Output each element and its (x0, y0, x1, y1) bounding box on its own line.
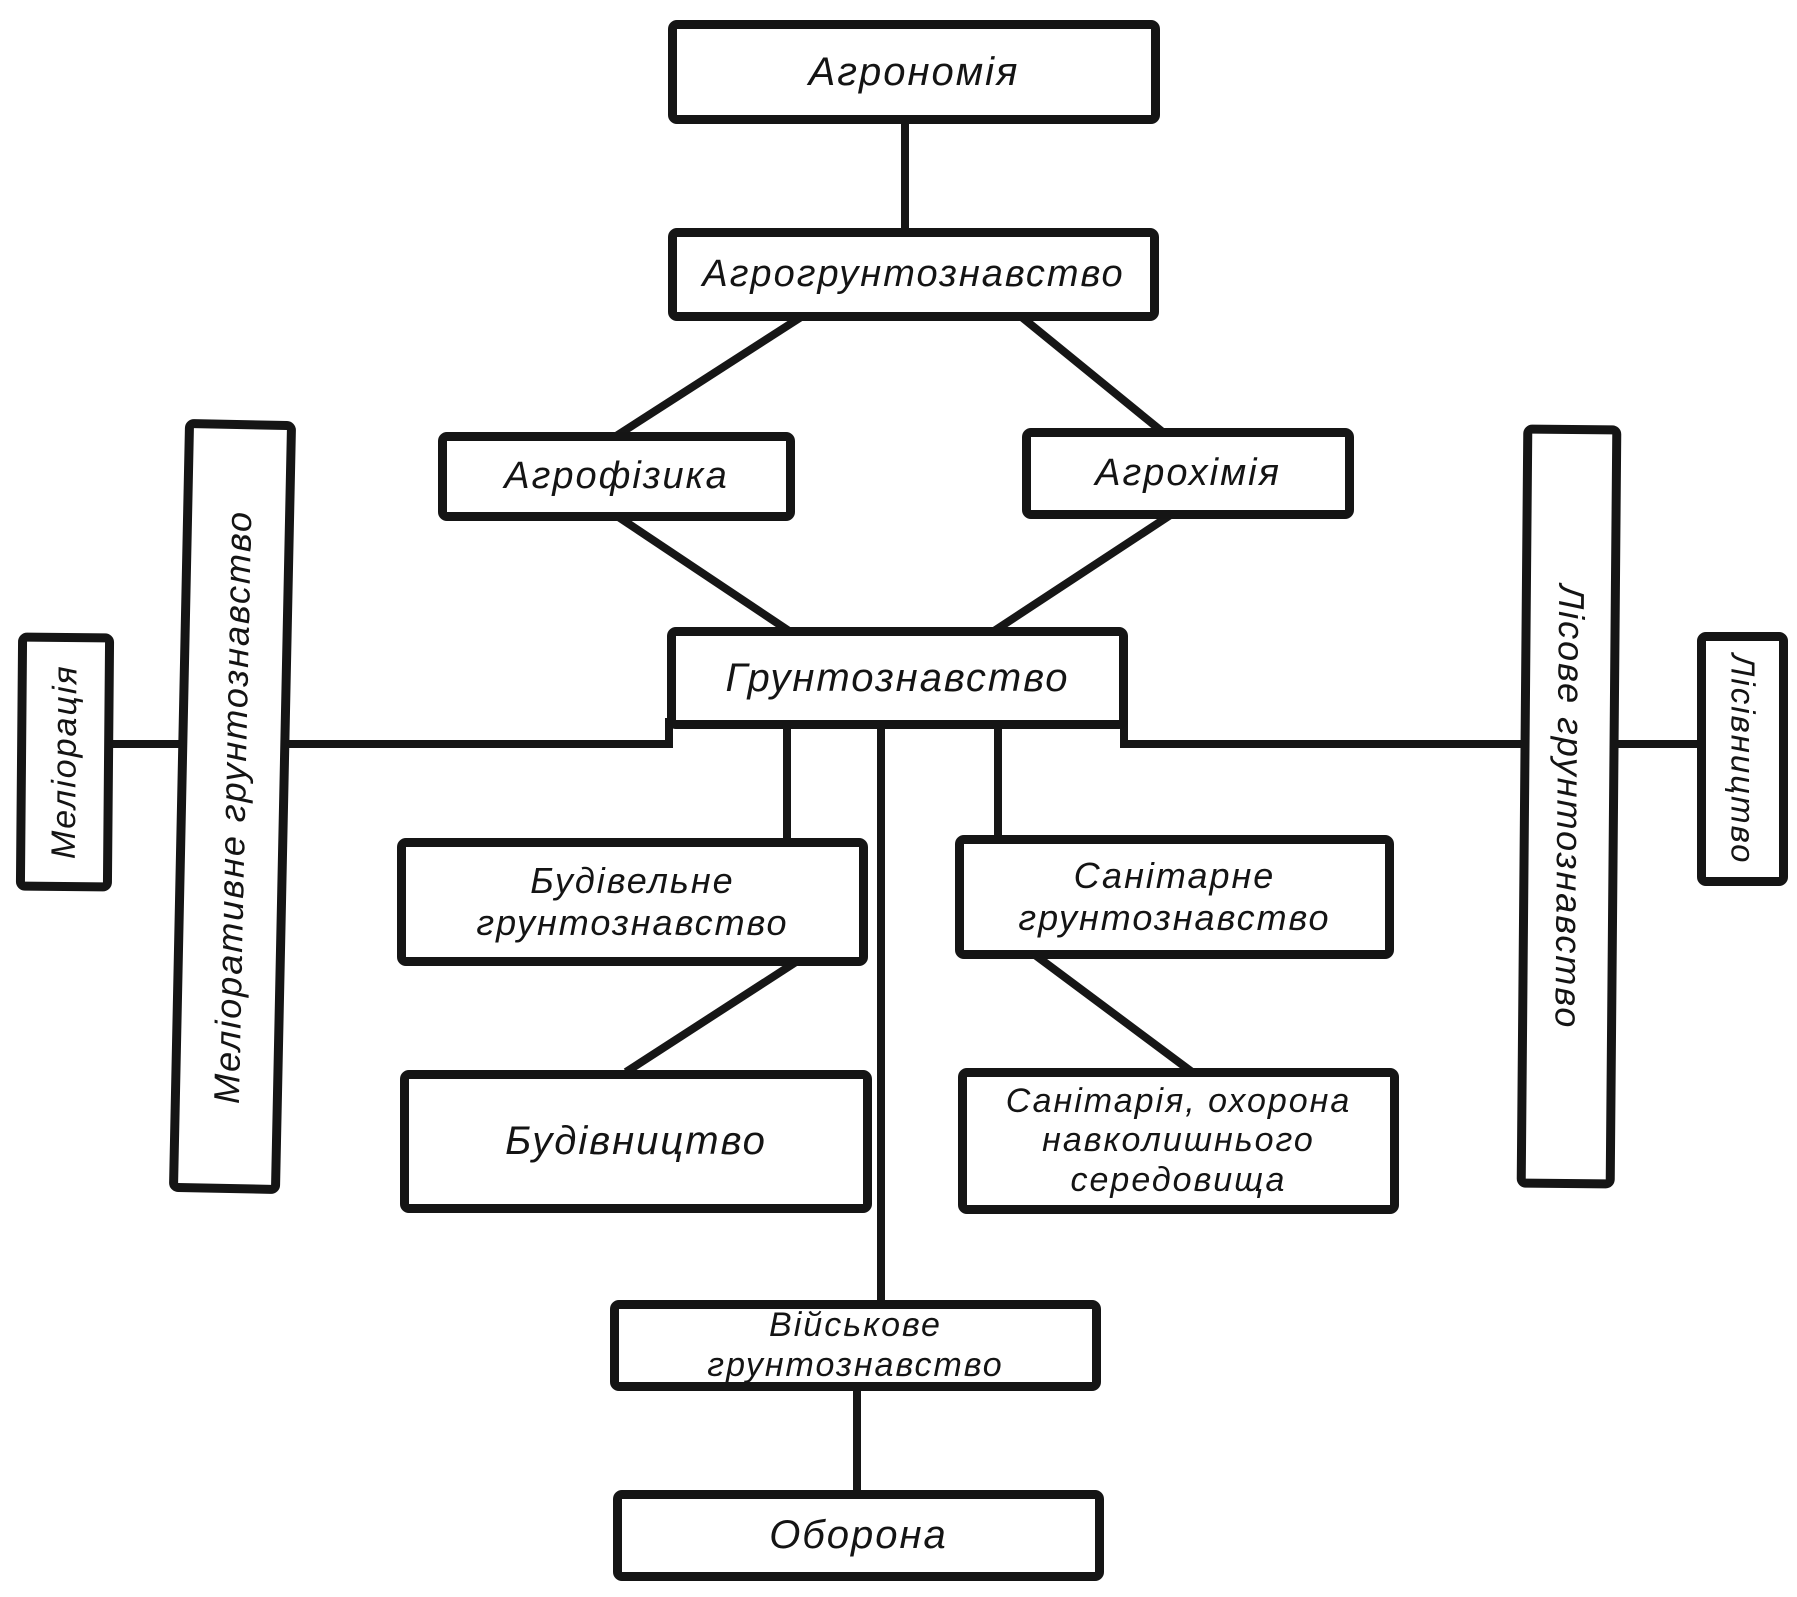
edge-agrosoil-agrochemistry (1010, 306, 1173, 442)
node-agronomy: Агрономія (668, 20, 1160, 124)
edge-agrosoil-agrophysics (607, 306, 815, 444)
node-construction: Будівництво (400, 1070, 872, 1213)
node-sanitation: Санітарія, охорона навколишнього середов… (958, 1068, 1399, 1214)
node-forestry: Лісівництво (1697, 632, 1788, 886)
node-agro-soil-science-label: Агрогрунтознавство (702, 253, 1125, 296)
node-soil-science: Грунтознавство (667, 627, 1128, 729)
node-sanitary-soil-science-label: Санітарне грунтознавство (1018, 855, 1331, 938)
node-sanitation-label: Санітарія, охорона навколишнього середов… (1005, 1081, 1352, 1199)
edge-construction-soil-construction (623, 956, 802, 1076)
node-military-soil-science-label: Військове грунтознавство (707, 1306, 1004, 1384)
node-forest-soil-science-label: Лісове грунтознавство (1546, 583, 1592, 1030)
node-sanitary-soil-science: Санітарне грунтознавство (955, 835, 1394, 959)
edge-sanitary-soil-sanitation (1028, 948, 1195, 1076)
node-forest-soil-science: Лісове грунтознавство (1516, 424, 1622, 1189)
edge-agrophysics-soil (608, 508, 798, 639)
node-agro-soil-science: Агрогрунтознавство (668, 228, 1159, 321)
node-military-soil-science: Військове грунтознавство (610, 1300, 1101, 1391)
edge-agrochemistry-soil (985, 506, 1181, 639)
node-melioration-label: Меліорація (44, 664, 85, 860)
node-meliorative-soil-science: Меліоративне грунтознавство (168, 418, 297, 1195)
node-defense: Оборона (613, 1490, 1104, 1581)
node-construction-soil-science-label: Будівельне грунтознавство (476, 860, 789, 943)
node-forestry-label: Лісівництво (1724, 653, 1762, 865)
node-soil-science-label: Грунтознавство (725, 655, 1070, 700)
node-agrophysics: Агрофізика (438, 432, 795, 521)
node-agrochemistry: Агрохімія (1022, 428, 1354, 519)
node-construction-label: Будівництво (505, 1119, 767, 1164)
node-meliorative-soil-science-label: Меліоративне грунтознавство (205, 509, 259, 1104)
node-defense-label: Оборона (769, 1513, 948, 1558)
node-agrochemistry-label: Агрохімія (1095, 452, 1281, 495)
node-construction-soil-science: Будівельне грунтознавство (397, 838, 868, 966)
node-agronomy-label: Агрономія (808, 49, 1020, 94)
node-agrophysics-label: Агрофізика (504, 455, 729, 498)
node-melioration: Меліорація (15, 632, 115, 892)
